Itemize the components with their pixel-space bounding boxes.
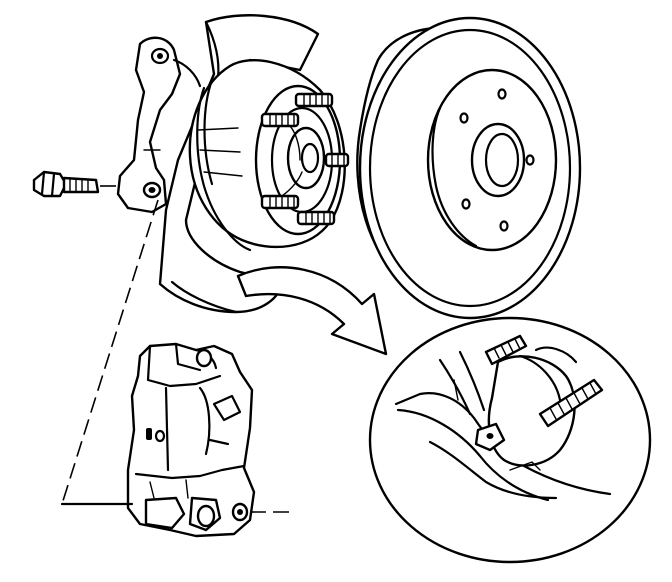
brake-rotor — [356, 16, 582, 320]
stud-icon — [294, 92, 334, 108]
stud-icon — [260, 194, 300, 210]
steering-knuckle — [116, 36, 202, 214]
stud-icon — [324, 152, 350, 168]
leader-lines — [60, 199, 292, 513]
retainer-clip-icon — [474, 422, 506, 452]
detail-view — [368, 316, 652, 564]
curved-arrow-icon — [236, 266, 388, 356]
stud-icon — [484, 334, 528, 366]
hex-bolt-icon — [32, 170, 118, 198]
rotor-lug-holes — [459, 88, 535, 232]
stud-icon — [260, 112, 300, 128]
brake-caliper — [126, 342, 256, 538]
wheel-studs — [260, 92, 350, 226]
stud-icon — [538, 378, 604, 428]
stud-icon — [296, 210, 336, 226]
